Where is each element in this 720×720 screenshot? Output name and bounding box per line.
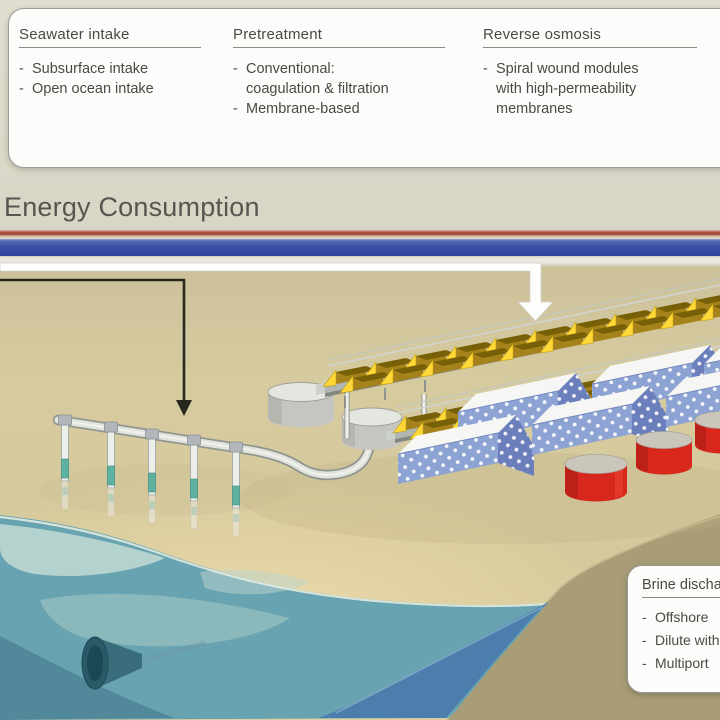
item-line: Dilute with — [655, 632, 720, 648]
column-title: Seawater intake — [19, 26, 130, 43]
item-line: Open ocean intake — [32, 81, 154, 97]
item-bullet: - — [642, 632, 647, 648]
list-item: - Subsurface intake — [19, 59, 201, 79]
title-underline — [642, 597, 720, 598]
item-bullet: - — [642, 655, 647, 671]
brine-outfall-funnel — [81, 636, 206, 690]
item-bullet: - — [483, 61, 488, 77]
item-bullet: - — [233, 61, 238, 77]
item-bullet: - — [233, 101, 238, 117]
column-items: - Spiral wound modules with high-permeab… — [483, 59, 697, 119]
list-item: - Dilute with — [642, 629, 720, 652]
item-bullet: - — [642, 609, 647, 625]
energy-consumption-label: Energy Consumption — [4, 192, 260, 222]
process-info-box: Seawater intake - Subsurface intake - Op… — [8, 8, 720, 168]
item-bullet: - — [19, 81, 24, 97]
item-line: Conventional: — [246, 61, 335, 77]
list-item: - Open ocean intake — [19, 79, 201, 99]
title-underline — [233, 47, 445, 48]
column-title: Pretreatment — [233, 26, 323, 43]
column-title: Reverse osmosis — [483, 26, 602, 43]
item-line: coagulation & filtration — [246, 81, 389, 97]
column-items: - Conventional: coagulation & filtration… — [233, 59, 445, 119]
energy-bar-blue — [0, 239, 720, 264]
title-underline — [483, 47, 697, 48]
item-line: Spiral wound modules — [496, 61, 639, 77]
item-line: membranes — [496, 101, 573, 117]
list-item: - Membrane-based — [233, 99, 445, 119]
energy-bar-red — [0, 230, 720, 237]
item-line: with high-permeability — [496, 81, 637, 97]
wells-shadow — [40, 464, 290, 516]
brine-storage-tanks — [564, 411, 720, 502]
column-seawater-intake: Seawater intake - Subsurface intake - Op… — [19, 26, 201, 99]
column-items: - Subsurface intake - Open ocean intake — [19, 59, 201, 99]
item-bullet: - — [19, 61, 24, 77]
item-line: Subsurface intake — [32, 61, 149, 77]
brine-discharge-box: Brine discharge - Offshore - Dilute with… — [627, 565, 720, 693]
brine-box-title: Brine discharge — [642, 577, 720, 593]
energy-arrow-black — [0, 278, 192, 416]
item-line: Multiport — [655, 655, 709, 671]
list-item: - Offshore — [642, 606, 720, 629]
column-reverse-osmosis: Reverse osmosis - Spiral wound modules w… — [483, 26, 697, 119]
title-underline — [19, 47, 201, 48]
list-item: - Multiport — [642, 652, 720, 675]
energy-arrow-white — [0, 262, 554, 322]
column-pretreatment: Pretreatment - Conventional: coagulation… — [233, 26, 445, 119]
item-line: Offshore — [655, 609, 709, 625]
list-item: - Spiral wound modules with high-permeab… — [483, 59, 697, 119]
intake-manifold-pipe — [52, 414, 376, 481]
list-item: - Conventional: coagulation & filtration — [233, 59, 445, 99]
item-line: Membrane-based — [246, 101, 360, 117]
brine-box-items: - Offshore - Dilute with - Multiport — [642, 606, 720, 675]
ro-rack-row-back — [316, 278, 720, 408]
